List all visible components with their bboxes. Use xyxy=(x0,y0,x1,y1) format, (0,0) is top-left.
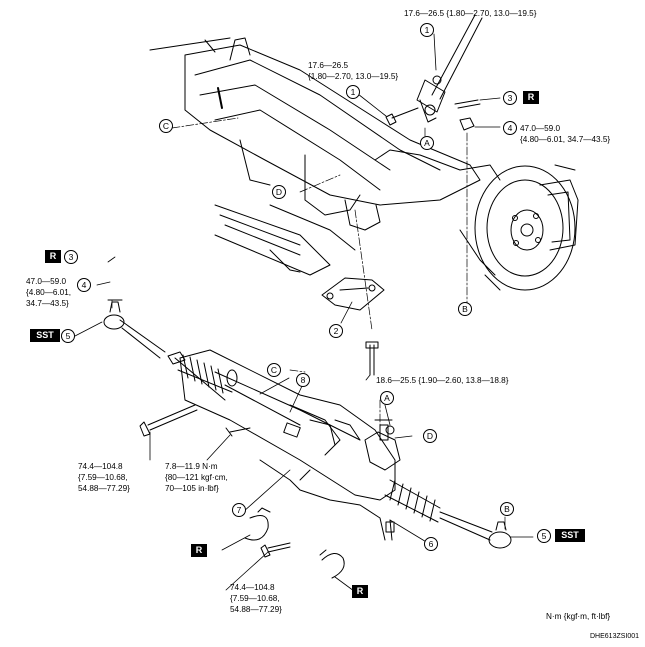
crossmember xyxy=(149,37,481,231)
torque-label-4r-line1: 47.0—59.0 xyxy=(520,124,561,133)
torque-label-4l-line2: {4.80—6.01, xyxy=(26,288,72,297)
torque-label-mid-line2: {1.80—2.70, 13.0—19.5} xyxy=(308,72,399,81)
torque-label-bottom-bolt-line3: 54.88—77.29} xyxy=(230,605,282,614)
callout-A-top: A xyxy=(420,136,434,150)
wiring-harness xyxy=(259,419,395,541)
bolt-left-mount xyxy=(139,404,198,437)
replace-badge-top: R xyxy=(523,91,539,104)
callout-D-mid: D xyxy=(423,429,437,443)
steering-boot-right xyxy=(384,479,441,523)
torque-label-mid-line1: 17.6—26.5 xyxy=(308,61,349,70)
torque-label-bottom-bolt-line2: {7.59—10.68, xyxy=(230,594,280,603)
torque-label-small-bolt-line1: 7.8—11.9 N·m xyxy=(165,462,218,471)
callout-B-top: B xyxy=(458,302,472,316)
castle-nut-top xyxy=(459,117,475,131)
bolt-lower-mount xyxy=(365,341,379,376)
lower-member xyxy=(214,204,356,276)
figure-code: DHE613ZSI001 xyxy=(590,633,640,640)
callout-3-top: 3 xyxy=(503,91,517,105)
pinion-housing xyxy=(364,419,401,471)
leader-lines xyxy=(74,33,534,592)
steering-gear-housing xyxy=(179,349,396,501)
bolt-1 xyxy=(385,107,419,126)
torque-label-left-bolt-line1: 74.4—104.8 xyxy=(78,462,123,471)
cotter-pin-top xyxy=(454,99,481,109)
callout-C-top: C xyxy=(159,119,173,133)
boot-clamp-right xyxy=(319,549,345,579)
torque-label-top: 17.6—26.5 {1.80—2.70, 13.0—19.5} xyxy=(404,9,537,18)
tie-rod-left xyxy=(103,299,166,359)
bolt-bottom-mount xyxy=(260,542,291,558)
replace-badge-clamp-left: R xyxy=(191,544,207,557)
torque-label-left-bolt-line2: {7.59—10.68, xyxy=(78,473,128,482)
callout-5-left: 5 xyxy=(61,329,75,343)
torque-label-4l-line1: 47.0—59.0 xyxy=(26,277,67,286)
callout-1-mid: 1 xyxy=(346,85,360,99)
alignment-lines xyxy=(111,117,506,531)
callout-A-mid: A xyxy=(380,391,394,405)
torque-label-bracket-bolt: 18.6—25.5 {1.90—2.60, 13.8—18.8} xyxy=(376,376,509,385)
callout-C-mid: C xyxy=(267,363,281,377)
callout-B-mid: B xyxy=(500,502,514,516)
sst-badge-left: SST xyxy=(30,329,60,342)
torque-label-bottom-bolt-line1: 74.4—104.8 xyxy=(230,583,275,592)
steering-shaft xyxy=(416,14,483,123)
callout-7: 7 xyxy=(232,503,246,517)
callout-3-left: 3 xyxy=(64,250,78,264)
brake-disc-assembly xyxy=(459,164,579,291)
callout-1-top: 1 xyxy=(420,23,434,37)
torque-label-4r-line2: {4.80—6.01, 34.7—43.5} xyxy=(520,135,611,144)
torque-label-small-bolt-line2: {80—121 kgf·cm, xyxy=(165,473,228,482)
torque-label-4l-line3: 34.7—43.5} xyxy=(26,299,69,308)
torque-label-small-bolt-line3: 70—105 in·lbf} xyxy=(165,484,219,493)
units-note: N·m {kgf·m, ft·lbf} xyxy=(546,612,611,621)
bolt-small xyxy=(225,427,251,437)
callout-6: 6 xyxy=(424,537,438,551)
callout-4-top: 4 xyxy=(503,121,517,135)
callout-4-left: 4 xyxy=(77,278,91,292)
callout-5-right: 5 xyxy=(537,529,551,543)
callout-2: 2 xyxy=(329,324,343,338)
mount-bracket-2 xyxy=(321,277,385,311)
replace-badge-left: R xyxy=(45,250,61,263)
callout-8: 8 xyxy=(296,373,310,387)
sst-badge-right: SST xyxy=(555,529,585,542)
torque-label-left-bolt-line3: 54.88—77.29} xyxy=(78,484,130,493)
steering-boot-left xyxy=(167,351,238,401)
boot-clamp-left xyxy=(244,507,271,541)
tie-rod-right xyxy=(439,511,512,549)
replace-badge-clamp-right: R xyxy=(352,585,368,598)
callout-D-top: D xyxy=(272,185,286,199)
